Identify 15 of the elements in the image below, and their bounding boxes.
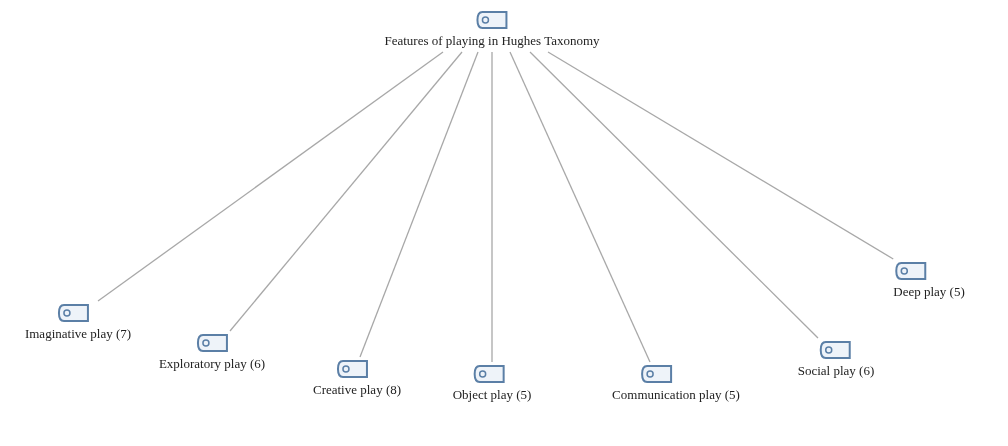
node-label: Imaginative play (7) — [24, 325, 132, 343]
node-label: Deep play (5) — [893, 283, 965, 301]
connector-line — [359, 51, 479, 358]
node-label: Communication play (5) — [612, 386, 740, 404]
connector-line — [509, 51, 651, 363]
connector-line — [491, 51, 493, 363]
node-label: Exploratory play (6) — [158, 355, 266, 373]
connector-line — [97, 51, 444, 302]
connector-line — [547, 51, 894, 260]
node-label: Features of playing in Hughes Taxonomy — [384, 32, 600, 50]
node-label: Creative play (8) — [312, 381, 402, 399]
connector-line — [229, 51, 463, 332]
node-label: Social play (6) — [797, 362, 875, 380]
node-label: Object play (5) — [452, 386, 532, 404]
connector-line — [529, 51, 819, 339]
